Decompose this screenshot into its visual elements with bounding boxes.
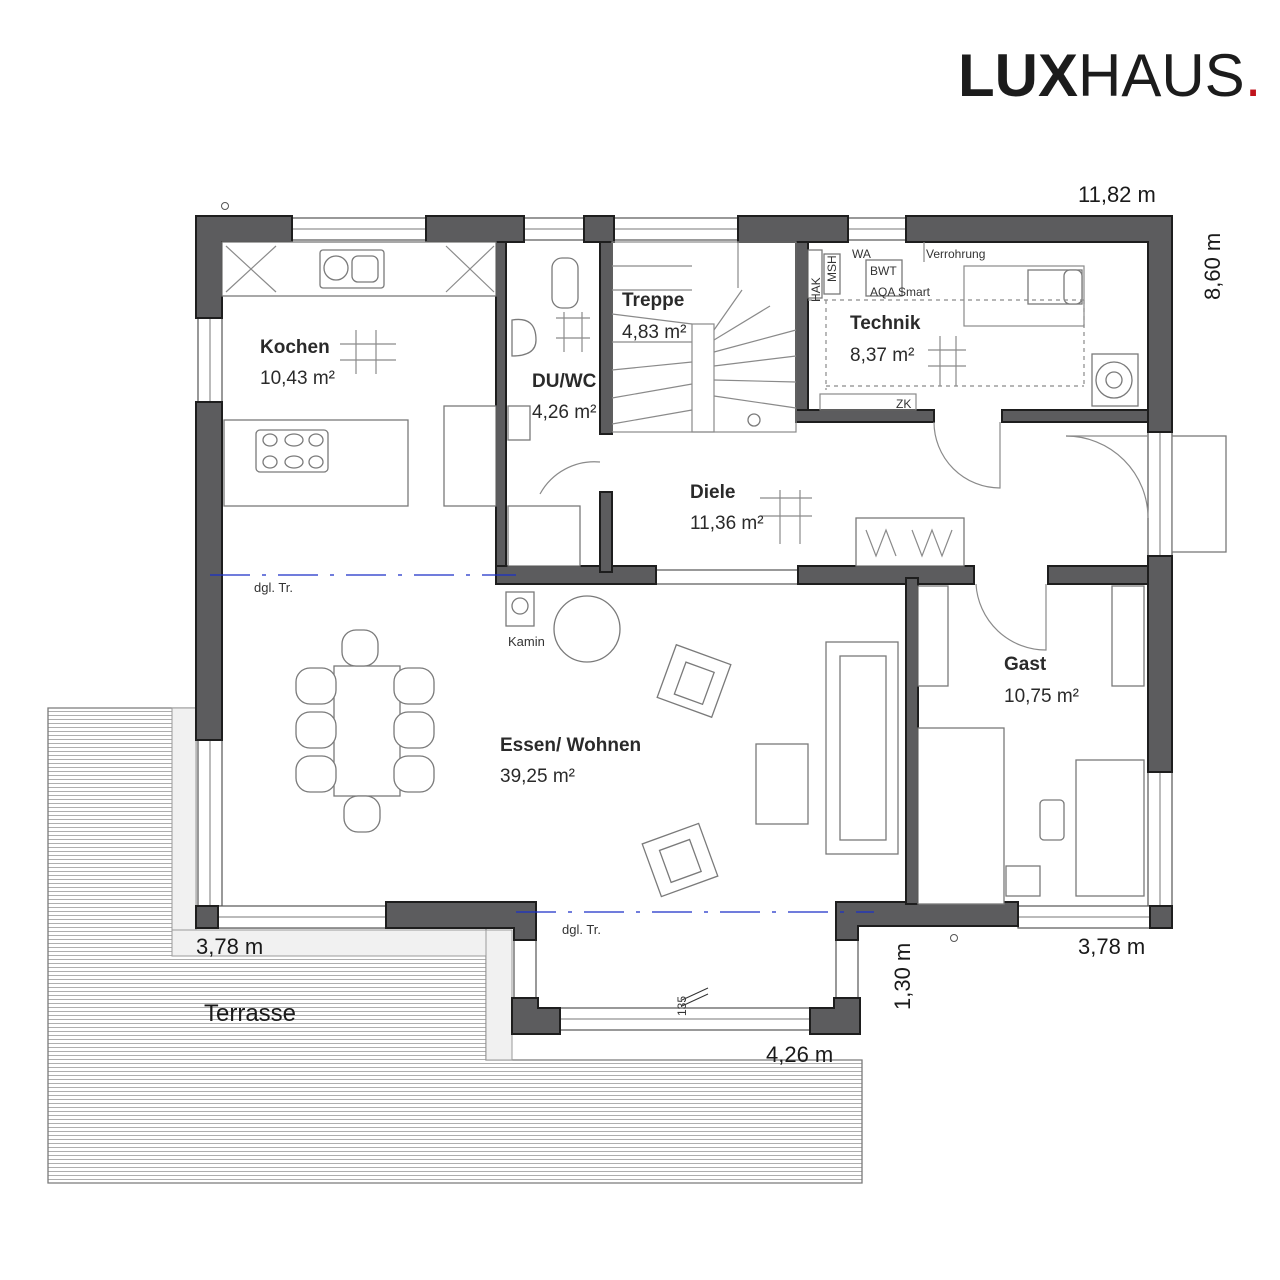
- marker-circle: [950, 934, 958, 942]
- dim-bay-width: 4,26 m: [766, 1042, 833, 1067]
- label-zk: ZK: [896, 397, 911, 411]
- room-name-gast: Gast: [1004, 654, 1047, 675]
- label-verrohrung: Verrohrung: [926, 247, 985, 261]
- kitchen-furniture: [221, 241, 497, 507]
- terrace-edge-strip-2: [171, 929, 489, 957]
- bathroom-fixtures: [507, 257, 601, 567]
- dim-left-bottom: 3,78 m: [196, 934, 263, 959]
- terrace-edge-strip: [171, 707, 197, 957]
- room-name-technik: Technik: [850, 313, 921, 334]
- room-area-gast: 10,75 m²: [1004, 686, 1079, 707]
- step-mark: [681, 987, 709, 1001]
- room-name-kochen: Kochen: [260, 337, 330, 358]
- dim-right-bottom: 3,78 m: [1078, 934, 1145, 959]
- room-name-duwc: DU/WC: [532, 371, 597, 392]
- staircase: [611, 241, 797, 433]
- label-kamin: Kamin: [508, 634, 545, 649]
- windows: [197, 217, 1173, 1031]
- room-area-kochen: 10,43 m²: [260, 368, 335, 389]
- gast-furniture: [917, 583, 1145, 905]
- terrace-edge-strip-3: [485, 929, 513, 1061]
- label-wa: WA: [852, 247, 871, 261]
- room-name-diele: Diele: [690, 482, 735, 503]
- label-dgl-tr-1: dgl. Tr.: [254, 580, 293, 595]
- logo-text: LUXHAUS.: [958, 42, 1261, 109]
- dim-width-total: 11,82 m: [1078, 182, 1156, 207]
- luxhaus-logo: LUXHAUS.: [958, 42, 1261, 109]
- room-name-treppe: Treppe: [622, 290, 684, 311]
- living-furniture: [295, 591, 899, 898]
- label-terrasse: Terrasse: [204, 1000, 296, 1027]
- label-step: 135: [675, 996, 689, 1016]
- room-area-duwc: 4,26 m²: [532, 402, 596, 423]
- label-bwt: BWT: [870, 264, 897, 278]
- step-mark: [681, 993, 709, 1007]
- label-hak: HAK: [809, 277, 823, 302]
- dim-depth-total: 8,60 m: [1200, 233, 1225, 300]
- dim-bay-depth: 1,30 m: [890, 943, 915, 1010]
- diele-furniture: [760, 421, 1227, 567]
- marker-circle: [221, 202, 229, 210]
- label-dgl-tr-2: dgl. Tr.: [562, 922, 601, 937]
- technik-equipment: [807, 242, 1139, 411]
- room-name-essen: Essen/ Wohnen: [500, 735, 641, 756]
- room-area-diele: 11,36 m²: [690, 513, 764, 534]
- label-aqa-smart: AQA Smart: [870, 285, 931, 299]
- room-area-treppe: 4,83 m²: [622, 322, 686, 343]
- label-msh: MSH: [825, 255, 839, 282]
- room-area-essen: 39,25 m²: [500, 766, 575, 787]
- room-area-technik: 8,37 m²: [850, 345, 914, 366]
